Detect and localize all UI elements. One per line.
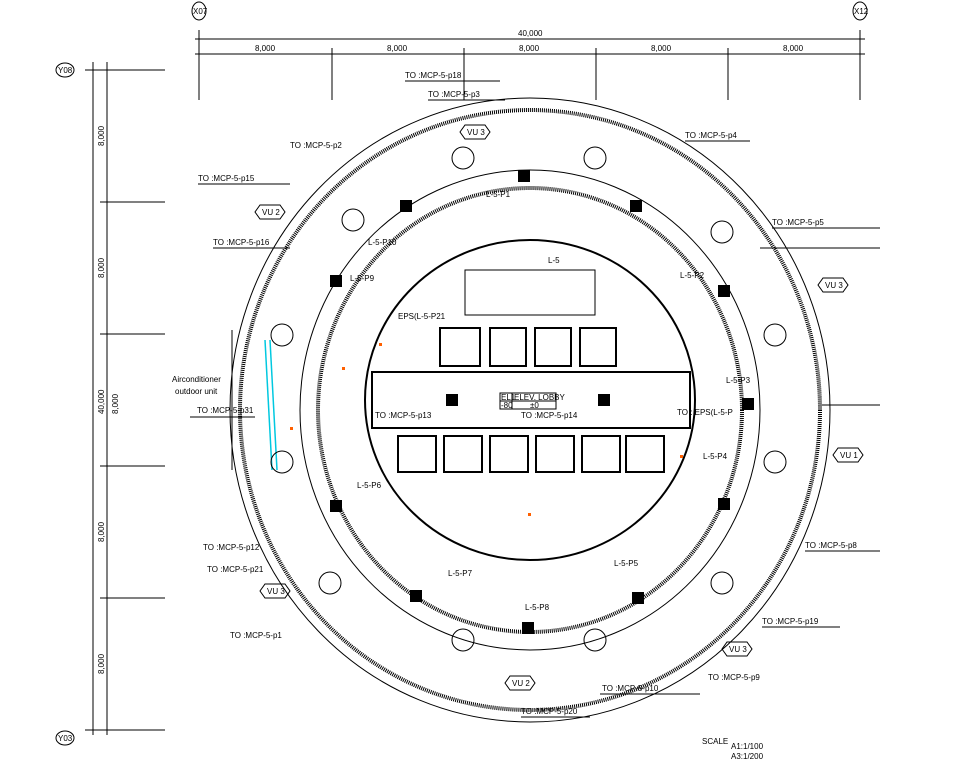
svg-text:TO :MCP-5-p18: TO :MCP-5-p18 [405, 71, 462, 80]
svg-text:EL1: EL1 [501, 393, 516, 402]
svg-text:VU 2: VU 2 [512, 679, 530, 688]
dim-span-h: 8,000 [651, 44, 672, 53]
aircon-label: Airconditioner [172, 375, 221, 384]
markers [290, 343, 683, 516]
svg-text:VU 3: VU 3 [825, 281, 843, 290]
svg-text:L-5-P1: L-5-P1 [486, 190, 511, 199]
leader-lines [190, 80, 880, 718]
dim-span-h: 8,000 [783, 44, 804, 53]
svg-text:Y08: Y08 [58, 66, 73, 75]
svg-text:L-5-P2: L-5-P2 [680, 271, 705, 280]
dim-span-v: 8,000 [97, 521, 106, 542]
grid-head-y08: Y08 [55, 62, 75, 78]
svg-text:VU 2: VU 2 [262, 208, 280, 217]
svg-text:TO :MCP-5-p3: TO :MCP-5-p3 [428, 90, 480, 99]
duct-line [264, 339, 273, 471]
svg-text:X12: X12 [854, 7, 869, 16]
svg-text:VU 3: VU 3 [467, 128, 485, 137]
svg-text:VU 3: VU 3 [267, 587, 285, 596]
svg-text:L-5-P4: L-5-P4 [703, 452, 728, 461]
svg-text:SCALE: SCALE [702, 737, 728, 746]
svg-text:EPS(L-5-P21: EPS(L-5-P21 [398, 312, 446, 321]
svg-text:A1:1/100: A1:1/100 [731, 742, 764, 751]
ac-units [330, 170, 754, 634]
svg-text:TO :MCP-5-p2: TO :MCP-5-p2 [290, 141, 342, 150]
dim-span-v: 8,000 [97, 653, 106, 674]
dim-total-v: 40,000 [97, 389, 106, 414]
svg-text:TO :MCP-5-p13: TO :MCP-5-p13 [375, 411, 432, 420]
svg-text:ELEV. LOBBY: ELEV. LOBBY [514, 393, 566, 402]
elevators [397, 269, 665, 473]
svg-text:VU 1: VU 1 [840, 451, 858, 460]
svg-text:TO :MCP-5-p12: TO :MCP-5-p12 [203, 543, 260, 552]
svg-text:TO :MCP-5-p16: TO :MCP-5-p16 [213, 238, 270, 247]
svg-text:TO :MCP-5-p4: TO :MCP-5-p4 [685, 131, 737, 140]
svg-text:L-5-P3: L-5-P3 [726, 376, 751, 385]
dim-span-v: 8,000 [97, 257, 106, 278]
svg-text:±0: ±0 [530, 401, 539, 410]
svg-text:TO :MCP-5-p10: TO :MCP-5-p10 [602, 684, 659, 693]
columns [270, 146, 787, 652]
svg-text:-80: -80 [501, 401, 513, 410]
svg-text:L-5-P5: L-5-P5 [614, 559, 639, 568]
dim-span-v: 8,000 [97, 125, 106, 146]
dim-span-h: 8,000 [519, 44, 540, 53]
svg-text:X07: X07 [193, 7, 208, 16]
svg-text:L-5-P10: L-5-P10 [368, 238, 397, 247]
svg-text:L-5: L-5 [548, 256, 560, 265]
svg-text:L-5-P8: L-5-P8 [525, 603, 550, 612]
svg-text:Y03: Y03 [58, 734, 73, 743]
grid-head-x12: X12 [852, 1, 869, 21]
grid-head-x07: X07 [191, 1, 208, 21]
svg-text:TO :MCP-5-p21: TO :MCP-5-p21 [207, 565, 264, 574]
dim-total-h: 40,000 [518, 29, 543, 38]
svg-text:TO :MCP-5-p5: TO :MCP-5-p5 [772, 218, 824, 227]
svg-text:TO :MCP-5-p19: TO :MCP-5-p19 [762, 617, 819, 626]
svg-text:TO :MCP-5-p8: TO :MCP-5-p8 [805, 541, 857, 550]
svg-text:VU 3: VU 3 [729, 645, 747, 654]
svg-text:A3:1/200: A3:1/200 [731, 752, 764, 761]
svg-text:TO :MCP-5-p9: TO :MCP-5-p9 [708, 673, 760, 682]
dim-span-h: 8,000 [255, 44, 276, 53]
dimension-lines [85, 30, 865, 735]
grid-head-y03: Y03 [55, 730, 75, 746]
aircon-label: outdoor unit [175, 387, 218, 396]
svg-text:TO :MCP-5-p14: TO :MCP-5-p14 [521, 411, 578, 420]
svg-text:L-5-P6: L-5-P6 [357, 481, 382, 490]
svg-text:L-5-P9: L-5-P9 [350, 274, 375, 283]
circuit-labels: TO :MCP-5-p18 TO :MCP-5-p3 TO :MCP-5-p2 TO … [197, 71, 857, 716]
svg-text:L-5-P7: L-5-P7 [448, 569, 473, 578]
dim-span-v: 8,000 [111, 393, 120, 414]
svg-text:TO :MCP-5-p31: TO :MCP-5-p31 [197, 406, 254, 415]
svg-text:TO : EPS(L-5-P: TO : EPS(L-5-P [677, 408, 733, 417]
svg-text:TO :MCP-5-p15: TO :MCP-5-p15 [198, 174, 255, 183]
dim-span-h: 8,000 [387, 44, 408, 53]
svg-text:TO :MCP-5-p20: TO :MCP-5-p20 [521, 707, 578, 716]
vu-tags: VU 3 VU 2 VU 3 VU 1 VU 3 VU 3 VU 2 [254, 124, 864, 691]
svg-text:TO :MCP-5-p1: TO :MCP-5-p1 [230, 631, 282, 640]
